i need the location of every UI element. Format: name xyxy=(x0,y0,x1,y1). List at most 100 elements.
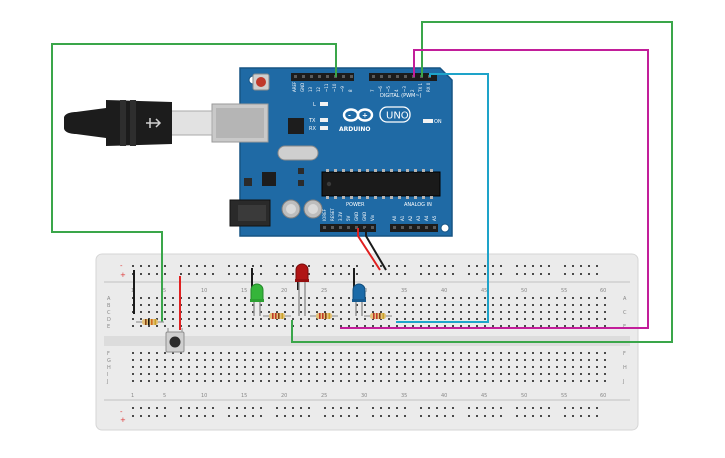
green-led[interactable] xyxy=(250,283,264,316)
bb-hole xyxy=(444,359,446,361)
bb-rail-hole xyxy=(284,265,286,267)
col-num: 45 xyxy=(481,288,487,294)
wires[interactable] xyxy=(51,21,673,343)
usb-cable[interactable] xyxy=(64,100,213,146)
bb-hole xyxy=(324,380,326,382)
bb-hole xyxy=(268,304,270,306)
bb-hole xyxy=(556,304,558,306)
bb-rail-hole xyxy=(212,407,214,409)
bb-hole xyxy=(420,352,422,354)
blue-led[interactable] xyxy=(352,283,366,316)
bb-hole xyxy=(228,366,230,368)
pin-label: ~6 xyxy=(378,86,383,92)
bb-rail-hole xyxy=(388,415,390,417)
bb-hole xyxy=(396,380,398,382)
bb-rail-hole xyxy=(356,265,358,267)
bb-rail-hole xyxy=(284,273,286,275)
pushbutton-cap[interactable] xyxy=(169,336,181,348)
bb-hole xyxy=(308,318,310,320)
wire-magenta-pin4-to-breadboard[interactable] xyxy=(340,49,649,329)
bb-hole xyxy=(484,311,486,313)
digital-header-right xyxy=(369,73,437,81)
bb-hole xyxy=(196,352,198,354)
bb-hole xyxy=(468,366,470,368)
bb-hole xyxy=(596,380,598,382)
bb-hole xyxy=(516,380,518,382)
bb-hole xyxy=(596,352,598,354)
pin-label: A1 xyxy=(400,215,405,221)
bb-rail-hole xyxy=(476,265,478,267)
bb-hole xyxy=(148,352,150,354)
bb-hole xyxy=(452,311,454,313)
header-pin xyxy=(323,226,326,229)
bb-hole xyxy=(292,318,294,320)
smd-component xyxy=(298,180,304,186)
pushbutton[interactable] xyxy=(165,328,185,353)
bb-hole xyxy=(252,373,254,375)
header-pin xyxy=(417,226,420,229)
bb-hole xyxy=(572,311,574,313)
arduino-uno-board[interactable]: L TX RX ON - + UNO ARDUINO DIGITAL (PWM~… xyxy=(211,67,453,237)
bb-hole xyxy=(300,311,302,313)
bb-rail-hole xyxy=(156,407,158,409)
bb-rail-hole xyxy=(188,273,190,275)
wire-cyan-pin2-to-breadboard[interactable] xyxy=(396,73,489,323)
bb-hole xyxy=(356,373,358,375)
bb-hole xyxy=(204,380,206,382)
pin-label: RX 0 xyxy=(426,82,431,92)
bb-rail-hole xyxy=(332,273,334,275)
bb-hole xyxy=(524,352,526,354)
bb-hole xyxy=(252,380,254,382)
red-led[interactable] xyxy=(295,263,309,316)
wire-green-pin3-to-breadboard[interactable] xyxy=(291,21,673,343)
bb-hole xyxy=(484,297,486,299)
bb-hole xyxy=(564,380,566,382)
resistor-band xyxy=(272,313,274,319)
bb-hole xyxy=(156,311,158,313)
blue-led-body xyxy=(352,283,366,301)
regulator-chip xyxy=(262,172,276,186)
bb-rail-hole xyxy=(548,407,550,409)
bb-hole xyxy=(412,304,414,306)
wire-black-gnd[interactable] xyxy=(365,228,387,271)
bb-rail-hole xyxy=(308,415,310,417)
bb-rail-hole xyxy=(404,273,406,275)
bb-hole xyxy=(364,325,366,327)
resistor[interactable] xyxy=(136,319,164,325)
resistor[interactable] xyxy=(310,313,338,319)
bb-hole xyxy=(380,325,382,327)
bb-hole xyxy=(532,297,534,299)
bb-hole xyxy=(500,311,502,313)
bb-hole xyxy=(572,380,574,382)
bb-rail-hole xyxy=(196,415,198,417)
bb-rail-hole xyxy=(356,273,358,275)
wire-green-pin12-to-button[interactable] xyxy=(51,43,337,322)
bb-hole xyxy=(572,318,574,320)
bb-hole xyxy=(484,359,486,361)
chip-pin xyxy=(366,196,369,199)
bb-hole xyxy=(580,304,582,306)
resistor[interactable] xyxy=(364,313,392,319)
bb-hole xyxy=(548,304,550,306)
header-pin xyxy=(302,75,305,78)
resistor[interactable] xyxy=(263,313,291,319)
bb-hole xyxy=(564,318,566,320)
wire-red-5v[interactable] xyxy=(357,228,381,271)
bb-hole xyxy=(364,318,366,320)
uno-badge xyxy=(379,106,411,123)
col-num: 5 xyxy=(163,288,166,294)
bb-hole xyxy=(428,352,430,354)
bb-hole xyxy=(428,373,430,375)
bb-hole xyxy=(188,359,190,361)
bb-hole xyxy=(476,318,478,320)
col-num: 15 xyxy=(241,393,247,399)
bb-rail-hole xyxy=(372,415,374,417)
bb-hole xyxy=(532,373,534,375)
led-rim xyxy=(250,299,264,302)
bb-hole xyxy=(420,325,422,327)
bb-hole xyxy=(140,366,142,368)
on-led xyxy=(423,119,433,123)
bb-hole xyxy=(372,311,374,313)
bb-hole xyxy=(388,318,390,320)
